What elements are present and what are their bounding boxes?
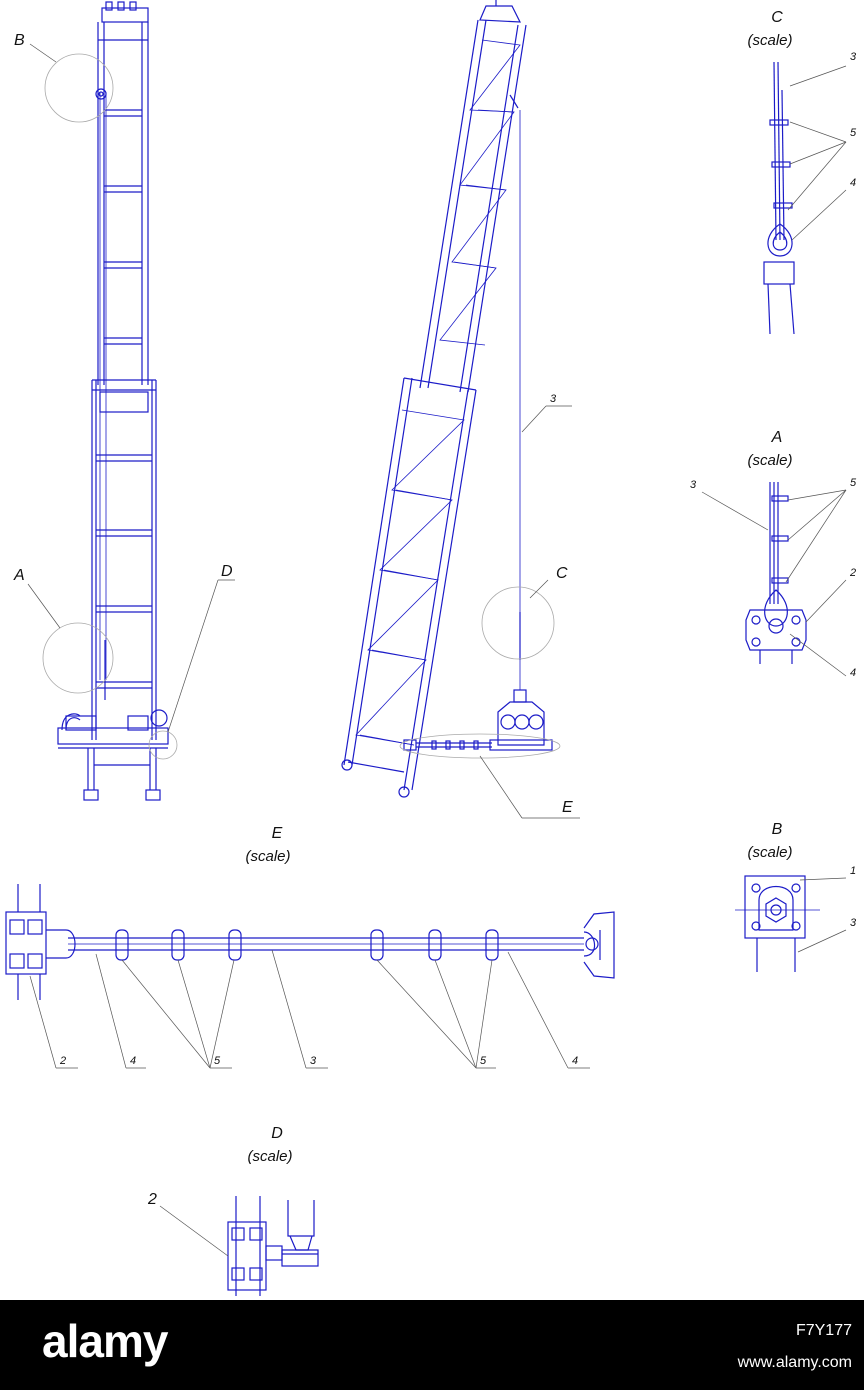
detail-a-num-3: 3 bbox=[690, 479, 697, 491]
detail-d-title: D bbox=[271, 1125, 283, 1142]
detail-d-num-2: 2 bbox=[147, 1191, 157, 1208]
detail-a: A (scale) 3 5 2 4 bbox=[690, 429, 857, 679]
tilted-mast bbox=[341, 0, 553, 798]
site-url: www.alamy.com bbox=[737, 1354, 852, 1371]
detail-a-title: A bbox=[771, 429, 783, 446]
callout-a: A bbox=[13, 567, 25, 584]
vertical-mast bbox=[57, 1, 169, 801]
detail-e-num-3: 3 bbox=[310, 1055, 317, 1067]
detail-c: C (scale) 3 5 4 bbox=[747, 9, 857, 335]
detail-b: B (scale) 1 3 bbox=[735, 821, 857, 972]
detail-d: D (scale) 2 bbox=[147, 1125, 319, 1296]
detail-circle-a bbox=[42, 622, 114, 694]
detail-a-num-5: 5 bbox=[850, 477, 857, 489]
detail-a-num-4: 4 bbox=[850, 667, 856, 679]
detail-circle-c bbox=[481, 586, 555, 660]
detail-e-num-2: 2 bbox=[59, 1055, 66, 1067]
detail-b-num-3: 3 bbox=[850, 917, 857, 929]
detail-e-title: E bbox=[272, 825, 283, 842]
detail-e-num-5-left: 5 bbox=[214, 1055, 221, 1067]
callout-c: C bbox=[556, 565, 568, 582]
detail-c-num-3: 3 bbox=[850, 51, 857, 63]
detail-circle-b bbox=[44, 53, 114, 123]
detail-b-title: B bbox=[772, 821, 783, 838]
detail-c-num-5: 5 bbox=[850, 127, 857, 139]
technical-drawing: B A D bbox=[5, 0, 857, 1296]
detail-b-num-1: 1 bbox=[850, 865, 856, 877]
brand-logo: alamy bbox=[42, 1315, 168, 1367]
detail-c-num-4: 4 bbox=[850, 177, 856, 189]
detail-e-scale: (scale) bbox=[245, 848, 290, 865]
callout-d: D bbox=[221, 563, 233, 580]
callout-e: E bbox=[562, 799, 573, 816]
callout-3-mid: 3 bbox=[550, 393, 557, 405]
callout-b: B bbox=[14, 32, 25, 49]
detail-b-scale: (scale) bbox=[747, 844, 792, 861]
image-id: F7Y177 bbox=[795, 1322, 852, 1339]
detail-circle-d bbox=[148, 730, 178, 760]
detail-e-num-4-right: 4 bbox=[572, 1055, 578, 1067]
detail-e: E (scale) 2 4 bbox=[5, 825, 615, 1069]
detail-ellipse-e bbox=[399, 733, 561, 759]
detail-a-num-2: 2 bbox=[849, 567, 856, 579]
detail-c-scale: (scale) bbox=[747, 32, 792, 49]
watermark-footer: alamy F7Y177 www.alamy.com bbox=[0, 1300, 864, 1390]
detail-a-scale: (scale) bbox=[747, 452, 792, 469]
detail-c-title: C bbox=[771, 9, 783, 26]
detail-e-num-4-left: 4 bbox=[130, 1055, 136, 1067]
detail-e-num-5-right: 5 bbox=[480, 1055, 487, 1067]
detail-d-scale: (scale) bbox=[247, 1148, 292, 1165]
